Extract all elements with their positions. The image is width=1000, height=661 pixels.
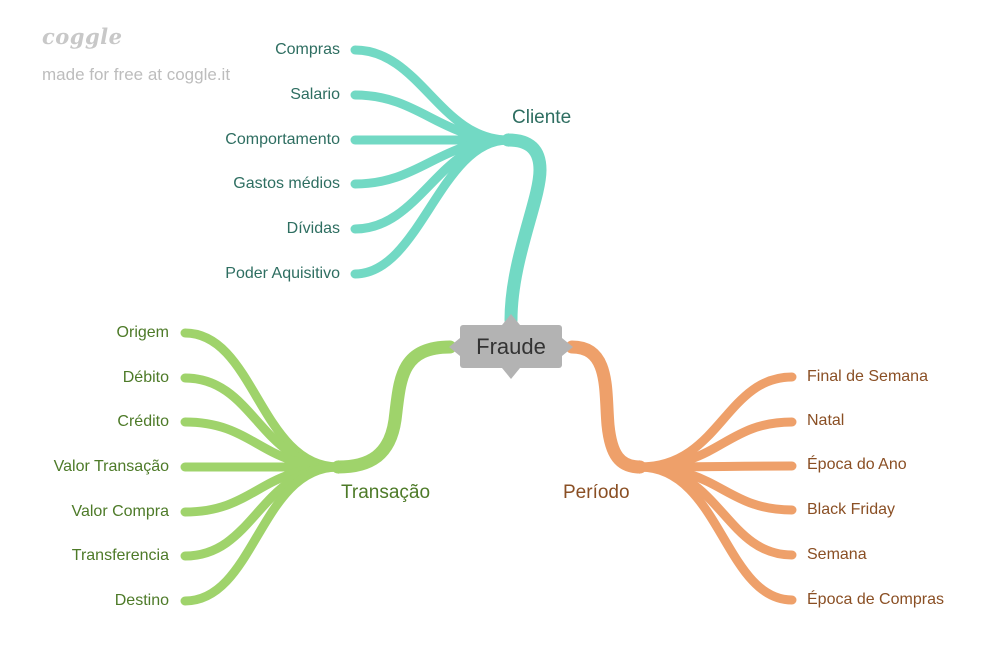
periodo-item-semana[interactable]: Semana xyxy=(807,546,867,563)
cliente-item-dividas[interactable]: Dívidas xyxy=(286,220,340,237)
root-node-shape xyxy=(449,314,573,379)
cliente-links xyxy=(350,45,547,327)
root-node-bottom-notch xyxy=(502,368,520,379)
periodo-branch-label[interactable]: Período xyxy=(563,482,630,503)
root-node-top-notch xyxy=(502,314,520,325)
cliente-item-salario[interactable]: Salario xyxy=(290,86,340,103)
transacao-links xyxy=(180,328,457,606)
transacao-item-valor-compra[interactable]: Valor Compra xyxy=(71,503,169,520)
periodo-trunk-link xyxy=(565,340,647,474)
transacao-trunk-link xyxy=(331,340,457,474)
periodo-item-natal[interactable]: Natal xyxy=(807,412,845,429)
cliente-trunk-link xyxy=(501,133,547,327)
cliente-item-poder-aquisitivo[interactable]: Poder Aquisitivo xyxy=(225,265,340,282)
cliente-branch-label[interactable]: Cliente xyxy=(512,107,572,128)
root-node[interactable]: Fraude xyxy=(460,325,562,368)
transacao-branch-label[interactable]: Transação xyxy=(341,482,431,503)
coggle-tagline: made for free at coggle.it xyxy=(42,65,231,84)
periodo-links xyxy=(565,340,797,605)
periodo-item-final-de-semana[interactable]: Final de Semana xyxy=(807,368,928,385)
cliente-item-comportamento[interactable]: Comportamento xyxy=(225,131,340,148)
periodo-link-5 xyxy=(635,462,797,605)
transacao-item-origem[interactable]: Origem xyxy=(116,324,169,341)
periodo-item-epoca-do-ano[interactable]: Época do Ano xyxy=(807,456,907,473)
root-node-left-notch xyxy=(449,338,460,356)
cliente-item-gastos-medios[interactable]: Gastos médios xyxy=(233,175,340,192)
transacao-item-debito[interactable]: Débito xyxy=(122,369,169,386)
transacao-link-6 xyxy=(180,462,343,606)
coggle-logo: coggle xyxy=(42,24,123,49)
transacao-item-destino[interactable]: Destino xyxy=(114,592,169,609)
transacao-item-credito[interactable]: Crédito xyxy=(117,413,169,430)
cliente-item-compras[interactable]: Compras xyxy=(275,41,340,58)
transacao-item-valor-transacao[interactable]: Valor Transação xyxy=(53,458,169,475)
root-node-label: Fraude xyxy=(476,333,546,359)
periodo-item-black-friday[interactable]: Black Friday xyxy=(807,501,896,518)
periodo-item-epoca-de-compras[interactable]: Época de Compras xyxy=(807,591,944,608)
transacao-item-transferencia[interactable]: Transferencia xyxy=(71,547,169,564)
cliente-link-5 xyxy=(350,135,513,279)
root-node-right-notch xyxy=(562,338,573,356)
